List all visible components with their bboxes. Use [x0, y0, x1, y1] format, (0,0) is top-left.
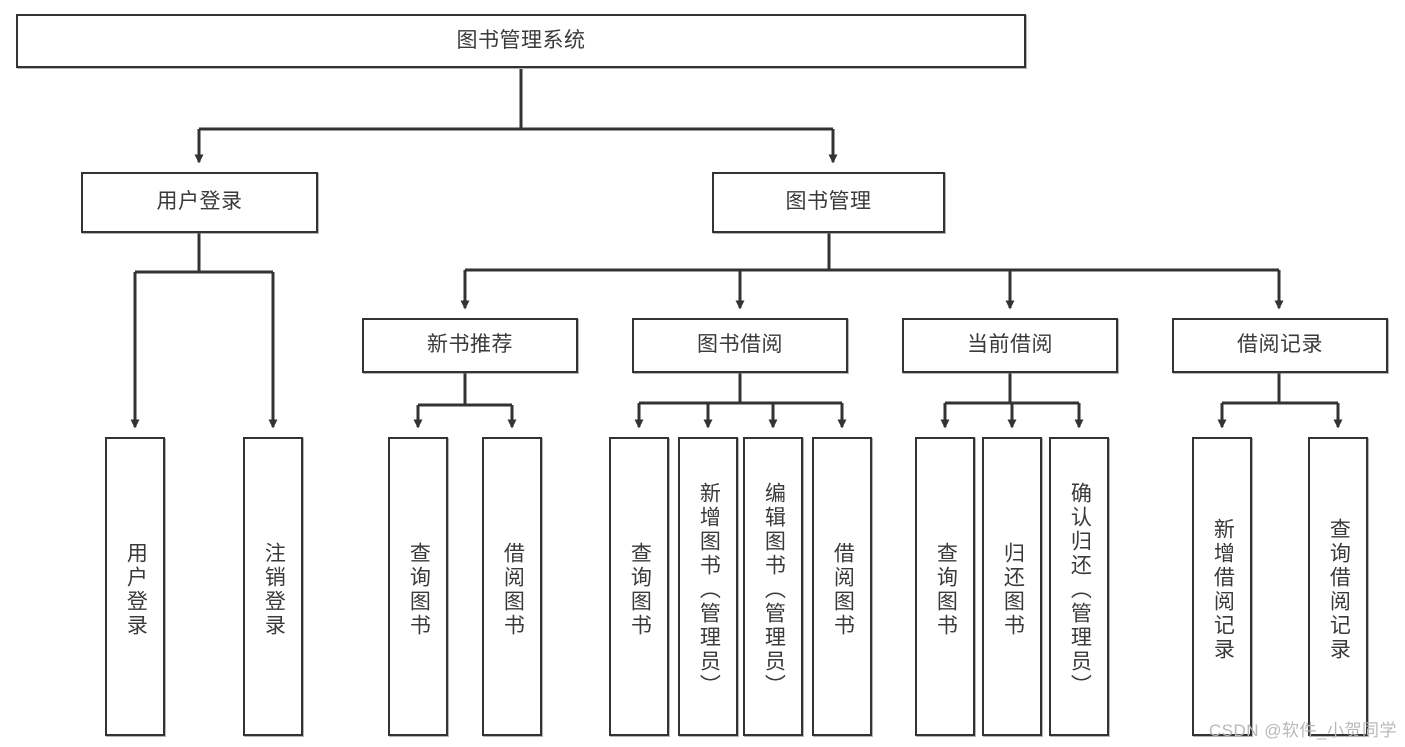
- node-leaf-return-book[interactable]: 归还图书: [982, 437, 1042, 736]
- node-leaf-return-book-label: 归还图书: [1001, 541, 1025, 638]
- node-leaf-query-record[interactable]: 查询借阅记录: [1308, 437, 1368, 736]
- node-leaf-query-book-2[interactable]: 查询图书: [609, 437, 669, 736]
- node-current-borrow-label: 当前借阅: [967, 333, 1053, 357]
- node-leaf-query-book-1-label: 查询图书: [407, 541, 431, 638]
- node-new-book-recommend[interactable]: 新书推荐: [362, 318, 578, 373]
- node-book-borrow-label: 图书借阅: [697, 333, 783, 357]
- node-leaf-borrow-book-1[interactable]: 借阅图书: [482, 437, 542, 736]
- node-book-management[interactable]: 图书管理: [712, 172, 945, 233]
- node-user-login-label: 用户登录: [156, 190, 243, 214]
- node-leaf-borrow-book-2-label: 借阅图书: [831, 541, 855, 638]
- node-leaf-add-record[interactable]: 新增借阅记录: [1192, 437, 1252, 736]
- node-leaf-logout-login-label: 注销登录: [262, 541, 286, 638]
- node-leaf-add-book-label: 新增图书（管理员）: [697, 481, 721, 698]
- node-root[interactable]: 图书管理系统: [16, 14, 1026, 68]
- node-borrow-record-label: 借阅记录: [1237, 333, 1323, 357]
- node-leaf-confirm-return[interactable]: 确认归还（管理员）: [1049, 437, 1109, 736]
- node-leaf-user-login[interactable]: 用户登录: [105, 437, 165, 736]
- node-current-borrow[interactable]: 当前借阅: [902, 318, 1118, 373]
- node-leaf-query-book-2-label: 查询图书: [628, 541, 652, 638]
- node-leaf-borrow-book-1-label: 借阅图书: [501, 541, 525, 638]
- node-borrow-record[interactable]: 借阅记录: [1172, 318, 1388, 373]
- node-leaf-add-book[interactable]: 新增图书（管理员）: [678, 437, 738, 736]
- node-leaf-query-book-3-label: 查询图书: [934, 541, 958, 638]
- node-book-borrow[interactable]: 图书借阅: [632, 318, 848, 373]
- node-leaf-edit-book-label: 编辑图书（管理员）: [762, 481, 786, 698]
- node-leaf-query-book-1[interactable]: 查询图书: [388, 437, 448, 736]
- node-leaf-user-login-label: 用户登录: [124, 541, 148, 638]
- node-new-book-recommend-label: 新书推荐: [427, 333, 513, 357]
- node-user-login[interactable]: 用户登录: [81, 172, 318, 233]
- node-leaf-query-book-3[interactable]: 查询图书: [915, 437, 975, 736]
- node-leaf-logout-login[interactable]: 注销登录: [243, 437, 303, 736]
- node-leaf-add-record-label: 新增借阅记录: [1211, 517, 1235, 662]
- node-book-management-label: 图书管理: [785, 190, 872, 214]
- node-root-label: 图书管理系统: [456, 28, 586, 52]
- node-leaf-borrow-book-2[interactable]: 借阅图书: [812, 437, 872, 736]
- node-leaf-query-record-label: 查询借阅记录: [1327, 517, 1351, 662]
- node-leaf-confirm-return-label: 确认归还（管理员）: [1068, 481, 1092, 698]
- node-leaf-edit-book[interactable]: 编辑图书（管理员）: [743, 437, 803, 736]
